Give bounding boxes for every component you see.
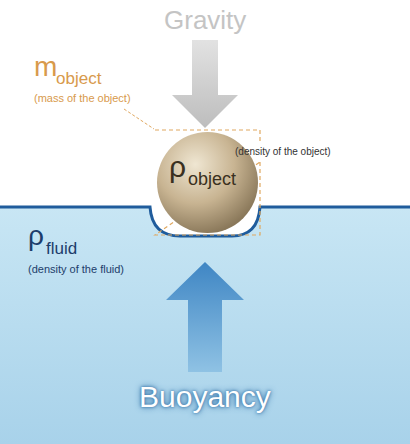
mass-leader-line (124, 109, 154, 129)
density-symbol: ρ (28, 221, 44, 252)
density-subscript: object (188, 170, 236, 190)
gravity-arrow (172, 40, 238, 128)
mass-symbol: m (34, 52, 57, 83)
mass-subscript: object (56, 70, 101, 89)
density-symbol: ρ (169, 150, 186, 183)
density-note: (density of the object) (235, 146, 331, 157)
force-label: Gravity (164, 6, 246, 35)
fluid-body (0, 207, 410, 444)
density-note: (density of the fluid) (28, 263, 124, 275)
force-label: Buoyancy (139, 380, 271, 413)
density-subscript: fluid (46, 240, 77, 259)
object-bounding-box (155, 130, 260, 235)
object-circle: ρobject(density of the object) (155, 130, 260, 235)
mass-note: (mass of the object) (34, 92, 131, 104)
buoyancy-arrow (166, 262, 244, 372)
